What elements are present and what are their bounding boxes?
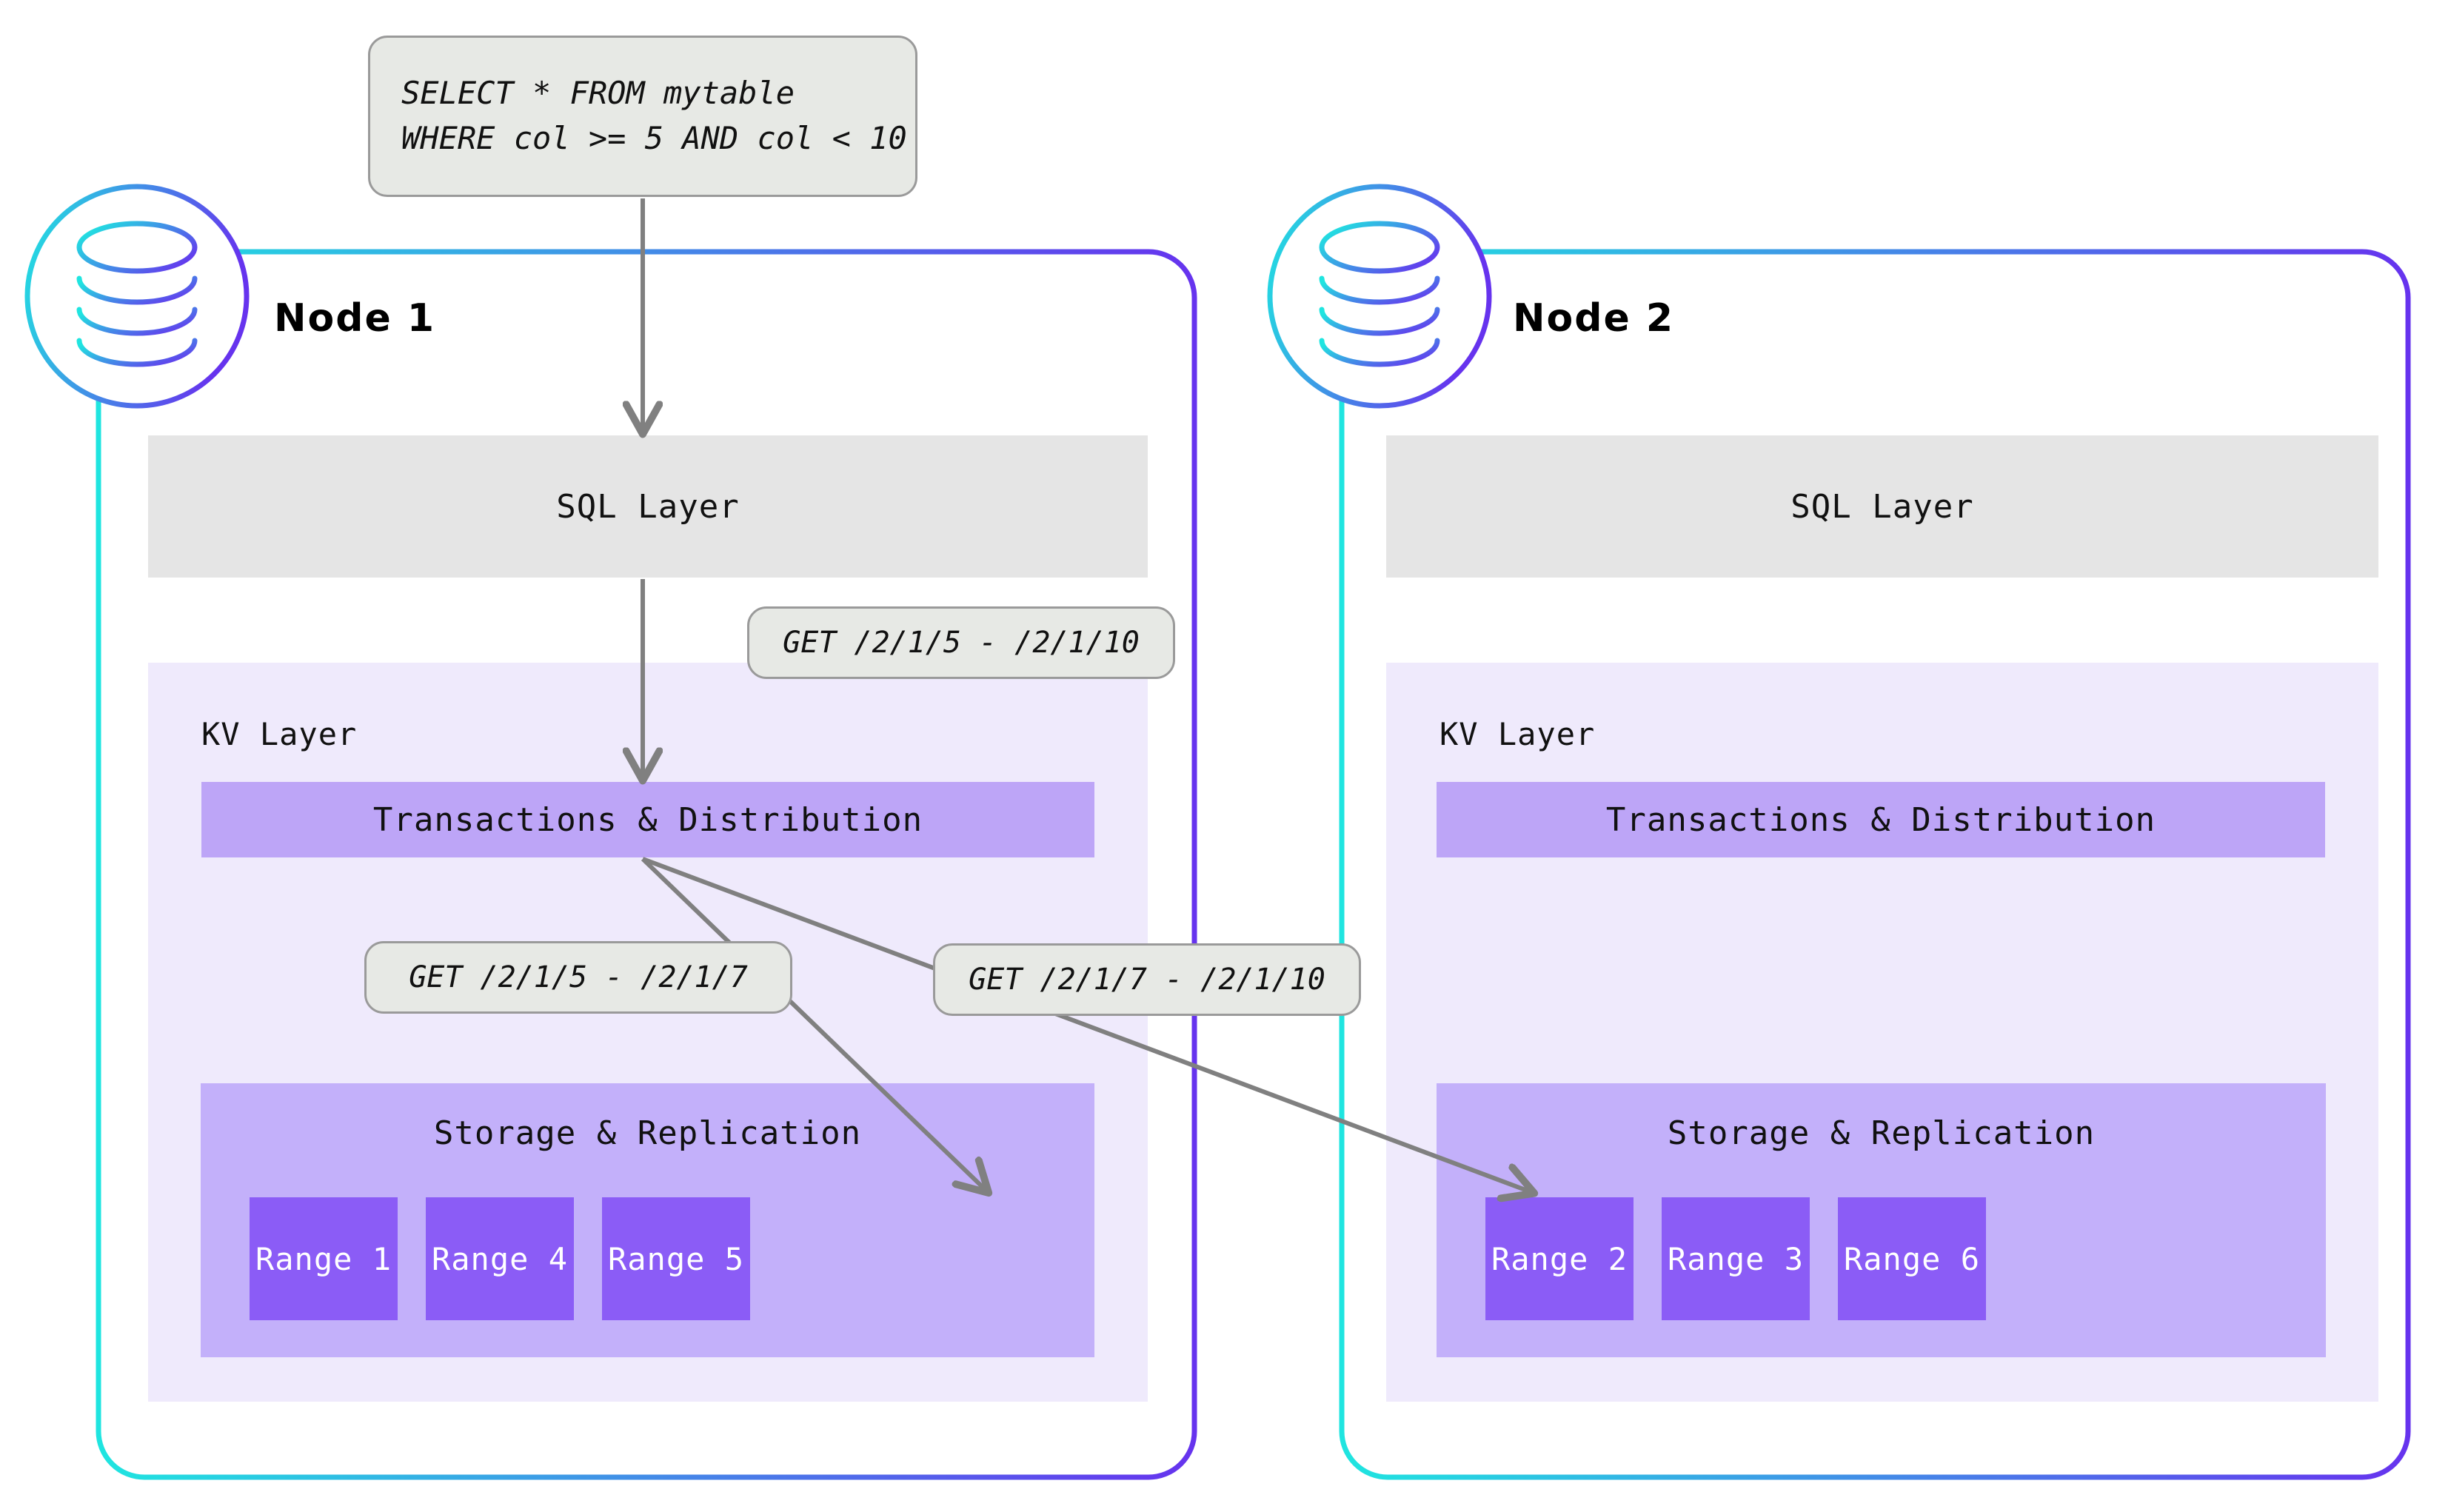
node-2-title: Node 2 (1513, 296, 1675, 341)
callout-get-full-range: GET /2/1/5 - /2/1/10 (747, 606, 1175, 679)
node-1-range-4: Range 4 (426, 1197, 574, 1320)
node-2-range-3: Range 3 (1662, 1197, 1810, 1320)
node-2-badge-circle (1267, 184, 1492, 409)
sql-query-line-2: WHERE col >= 5 AND col < 10 (401, 120, 907, 156)
callout-get-left-range: GET /2/1/5 - /2/1/7 (364, 941, 792, 1014)
node-1-sql-layer: SQL Layer (148, 435, 1148, 578)
node-1-database-icon (76, 221, 198, 367)
sql-query-callout: SELECT * FROM mytable WHERE col >= 5 AND… (368, 36, 917, 197)
node-1-title: Node 1 (274, 296, 436, 341)
node-1-range-1: Range 1 (250, 1197, 398, 1320)
node-1-range-row: Range 1 Range 4 Range 5 (250, 1197, 750, 1320)
node-2-storage: Storage & Replication Range 2 Range 3 Ra… (1437, 1083, 2326, 1357)
node-1-kv-layer-label: KV Layer (201, 716, 358, 752)
node-2-kv-layer-label: KV Layer (1439, 716, 1596, 752)
node-1-badge-circle (24, 184, 250, 409)
node-1-transactions: Transactions & Distribution (201, 782, 1094, 857)
node-2-storage-title: Storage & Replication (1667, 1114, 2096, 1152)
node-2-sql-layer: SQL Layer (1386, 435, 2378, 578)
node-1-storage-title: Storage & Replication (433, 1114, 862, 1152)
node-1-storage: Storage & Replication Range 1 Range 4 Ra… (201, 1083, 1094, 1357)
node-2-transactions: Transactions & Distribution (1437, 782, 2325, 857)
node-2-range-6: Range 6 (1838, 1197, 1986, 1320)
node-1-range-5: Range 5 (602, 1197, 750, 1320)
node-2-range-row: Range 2 Range 3 Range 6 (1485, 1197, 1986, 1320)
node-2-database-icon (1319, 221, 1440, 367)
sql-query-line-1: SELECT * FROM mytable (401, 75, 795, 112)
callout-get-right-range: GET /2/1/7 - /2/1/10 (933, 943, 1361, 1016)
node-2-range-2: Range 2 (1485, 1197, 1634, 1320)
